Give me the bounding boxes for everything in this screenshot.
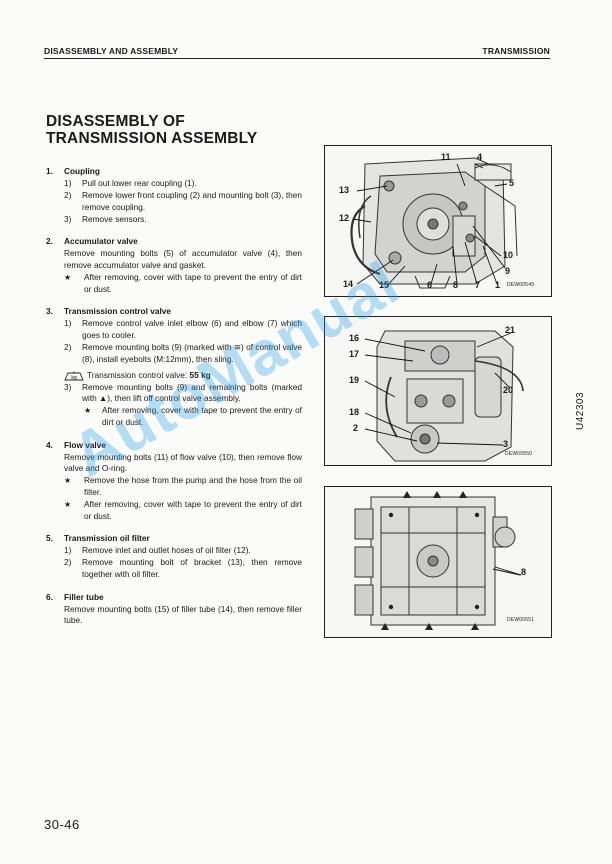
running-header-left: DISASSEMBLY AND ASSEMBLY (44, 46, 179, 56)
section-number: 3. (46, 306, 53, 317)
section-accumulator-valve: 2. Accumulator valve Remove mounting bolt… (46, 236, 302, 296)
page-title-line-2: TRANSMISSION ASSEMBLY (46, 130, 258, 147)
callout-label: 2 (353, 423, 359, 433)
transmission-illustration (350, 157, 518, 289)
callout-label: 19 (349, 375, 360, 385)
star-icon: ★ (64, 476, 72, 486)
figure-code: DEW00551 (507, 617, 535, 623)
step-item: 3)Remove sensors. (64, 213, 147, 224)
weight-value: 55 kg (189, 369, 211, 380)
svg-text:kg: kg (71, 375, 77, 381)
callout-label: 10 (503, 250, 514, 260)
step-item: 3)Remove mounting bolts (9) and remainin… (64, 381, 302, 404)
control-valve-illustration (354, 491, 522, 630)
section-paragraph: Remove mounting bolts (15) of filler tub… (64, 603, 302, 626)
star-icon: ★ (64, 500, 72, 510)
page-title: DISASSEMBLY OF TRANSMISSION ASSEMBLY (46, 113, 257, 147)
figure-transmission-side: 16 21 17 19 20 18 2 3 DEW00550 (324, 316, 552, 466)
section-number: 1. (46, 166, 53, 176)
caution-note: ★After removing, cover with tape to prev… (64, 499, 302, 522)
callout-label: 3 (503, 439, 509, 449)
figure-control-valve: 8 DEW00551 (324, 486, 552, 638)
section-flow-valve: 4. Flow valve Remove mounting bolts (11) … (46, 440, 302, 523)
step-item: 2)Remove mounting bolt of bracket (13), … (64, 557, 302, 580)
callout-label: 8 (453, 280, 459, 290)
star-icon: ★ (64, 272, 72, 282)
caution-note: ★After removing, cover with tape to prev… (64, 271, 302, 294)
step-item: 2)Remove lower front coupling (2) and mo… (64, 189, 302, 212)
section-number: 6. (46, 591, 53, 602)
transmission-illustration (364, 330, 524, 462)
figure-code: DEW00549 (507, 282, 535, 288)
weight-icon: kg (64, 371, 84, 381)
callout-label: 21 (505, 325, 516, 335)
callout-label: 5 (509, 178, 515, 188)
step-item: 1)Remove control valve inlet elbow (6) a… (64, 317, 302, 340)
callout-label: 20 (503, 385, 514, 395)
figure-transmission-top: 11 4 5 13 12 10 9 14 15 6 8 7 1 DEW00549 (324, 145, 552, 297)
section-paragraph: Remove mounting bolts (11) of flow valve… (64, 451, 302, 474)
callout-label: 14 (343, 279, 354, 289)
page-number: 30-46 (44, 817, 80, 832)
section-number: 4. (46, 439, 53, 450)
figure-code: DEW00550 (505, 451, 533, 457)
weight-note: kg Transmission control valve: 55 kg (46, 370, 302, 382)
callout-label: 18 (349, 407, 360, 417)
caution-note: ★After removing, cover with tape to prev… (84, 405, 302, 428)
weight-label: Transmission control valve: (87, 369, 188, 380)
callout-label: 13 (339, 185, 350, 195)
callout-label: 8 (521, 567, 527, 577)
document-code: U42303 (575, 391, 586, 430)
callout-label: 7 (475, 280, 481, 290)
section-title: Accumulator valve (64, 236, 138, 247)
callout-label: 9 (505, 266, 511, 276)
section-title: Transmission oil filter (64, 533, 150, 544)
caution-note: ★Remove the hose from the pump and the h… (64, 475, 302, 498)
callout-label: 17 (349, 349, 360, 359)
section-title: Coupling (64, 166, 100, 176)
section-title: Flow valve (64, 439, 106, 450)
callout-label: 15 (379, 280, 390, 290)
section-transmission-oil-filter: 5. Transmission oil filter 1)Remove inlet… (46, 533, 302, 581)
star-icon: ★ (84, 406, 92, 416)
section-coupling: 1. Coupling 1)Pull out lower rear couplin… (46, 166, 302, 226)
callout-label: 1 (495, 280, 501, 290)
procedure-column: 1. Coupling 1)Pull out lower rear couplin… (46, 166, 302, 638)
section-number: 2. (46, 236, 53, 247)
page-title-line-1: DISASSEMBLY OF (46, 113, 185, 130)
section-title: Filler tube (64, 591, 104, 602)
callout-label: 6 (427, 280, 433, 290)
section-paragraph: Remove mounting bolts (5) of accumulator… (64, 247, 302, 270)
step-item: 2)Remove mounting bolts (9) (marked with… (64, 341, 302, 364)
callout-label: 11 (441, 152, 451, 162)
section-number: 5. (46, 533, 53, 544)
section-transmission-control-valve: 3. Transmission control valve 1)Remove co… (46, 306, 302, 429)
step-item: 1)Remove inlet and outlet hoses of oil f… (64, 545, 251, 556)
section-filler-tube: 6. Filler tube Remove mounting bolts (15)… (46, 592, 302, 628)
step-item: 1)Pull out lower rear coupling (1). (64, 177, 197, 188)
callout-label: 4 (477, 152, 483, 162)
callout-label: 12 (339, 213, 350, 223)
running-header-right: TRANSMISSION (482, 46, 550, 56)
header-rule (44, 58, 550, 59)
section-title: Transmission control valve (64, 306, 171, 317)
callout-label: 16 (349, 333, 360, 343)
